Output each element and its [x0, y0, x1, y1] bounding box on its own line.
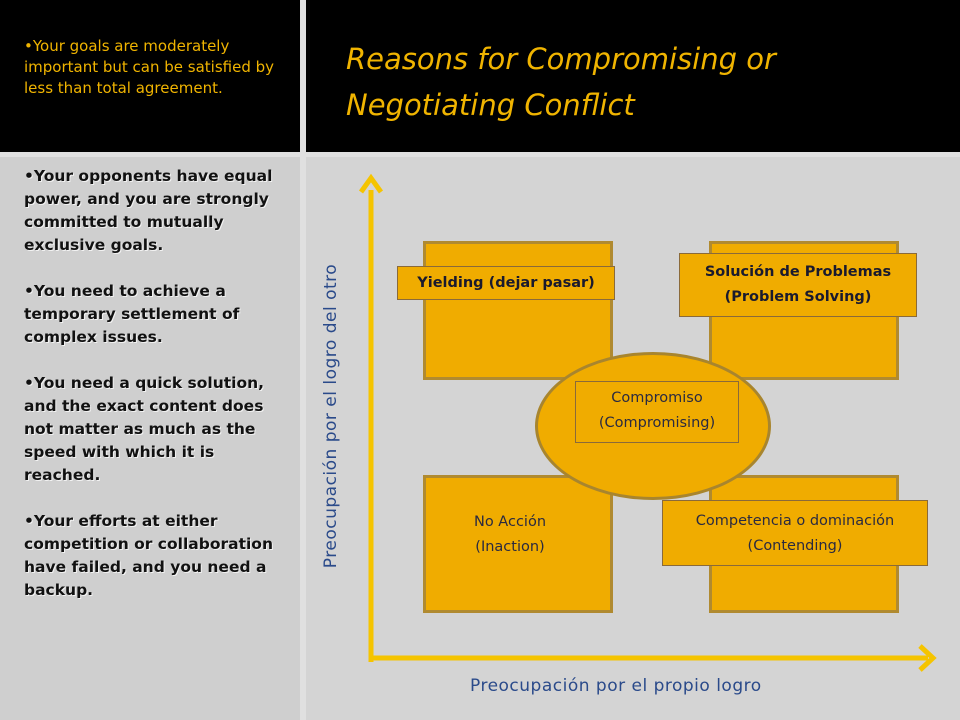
intro-bullet: •Your goals are moderately important but…: [24, 37, 275, 97]
yielding-box: [423, 241, 613, 380]
yielding-label: Yielding (dejar pasar): [397, 266, 615, 300]
slide-title: Reasons for Compromising or Negotiating …: [346, 36, 776, 128]
contending-label: Competencia o dominación (Contending): [662, 500, 928, 566]
y-axis-label: Preocupación por el logro del otro: [321, 263, 341, 569]
inaction-label-line2: (Inaction): [475, 539, 545, 555]
compromise-label-line1: Compromiso: [611, 390, 703, 406]
reason-bullet-3: •You need a quick solution, and the exac…: [24, 374, 265, 484]
inaction-label: No Acción (Inaction): [440, 510, 580, 560]
reason-bullet-4: •Your efforts at either competition or c…: [24, 512, 273, 599]
reason-bullet-2: •You need to achieve a temporary settlem…: [24, 282, 240, 346]
vertical-divider: [300, 0, 306, 720]
slide-title-line1: Reasons for Compromising or: [346, 42, 776, 76]
horizontal-divider: [0, 152, 960, 157]
reasons-bullet-panel: •Your opponents have equal power, and yo…: [0, 157, 300, 720]
yielding-label-text: Yielding (dejar pasar): [417, 275, 595, 291]
problem-solving-label-line2: (Problem Solving): [724, 289, 872, 305]
x-axis-arrowhead: [918, 644, 937, 672]
inaction-box: [423, 475, 613, 613]
intro-bullet-panel: •Your goals are moderately important but…: [0, 0, 300, 152]
problem-solving-label-line1: Solución de Problemas: [704, 264, 892, 280]
contending-label-line2: (Contending): [747, 538, 843, 554]
slide-header: Reasons for Compromising or Negotiating …: [306, 0, 960, 152]
compromise-label: Compromiso (Compromising): [575, 381, 739, 443]
y-axis-arrowhead: [358, 173, 384, 194]
compromise-label-line2: (Compromising): [598, 415, 716, 431]
contending-label-line1: Competencia o dominación: [695, 513, 895, 529]
x-axis-label: Preocupación por el propio logro: [470, 676, 762, 696]
inaction-label-line1: No Acción: [473, 514, 547, 530]
reason-bullet-1: •Your opponents have equal power, and yo…: [24, 167, 273, 254]
problem-solving-label: Solución de Problemas (Problem Solving): [679, 253, 917, 317]
slide-title-line2: Negotiating Conflict: [346, 88, 635, 122]
